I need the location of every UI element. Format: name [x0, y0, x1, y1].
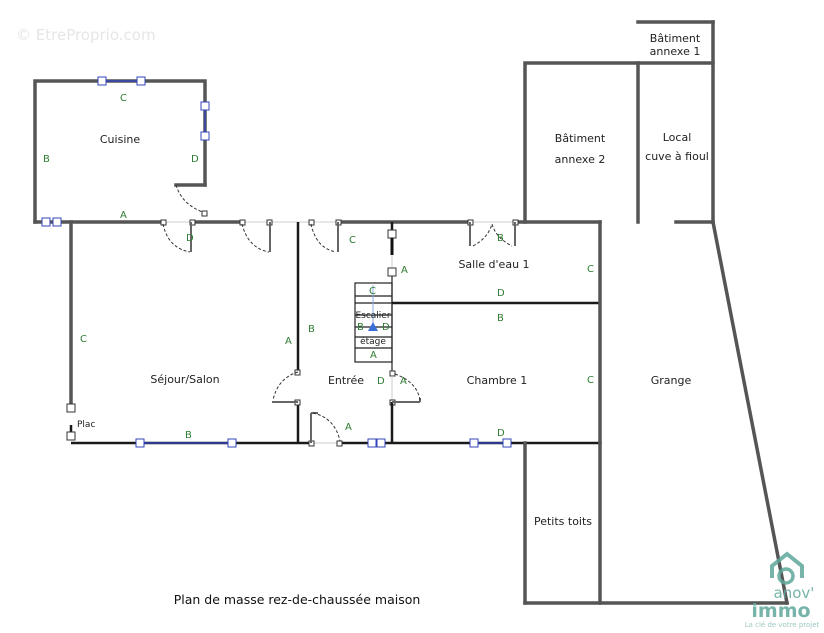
room-label-batiment-annexe-1: Bâtiment [650, 32, 701, 45]
wall-label: A [400, 376, 407, 387]
room-label-entree: Entrée [328, 374, 364, 387]
window-marker [387, 267, 397, 277]
brand-name-bottom: immo [751, 600, 810, 622]
wall-label: C [587, 264, 594, 275]
wall-label: D [186, 233, 194, 244]
brand-logo: anov' immo La clé de votre projet [745, 551, 820, 629]
placard-marker [66, 431, 76, 441]
grange-slanted-wall [710, 219, 790, 606]
room-label-local-l2: cuve à fioul [645, 150, 709, 163]
wall-label: C [369, 286, 376, 297]
wall-label: B [43, 154, 50, 165]
door-salle-eau [467, 219, 519, 247]
room-label-cuisine: Cuisine [100, 133, 140, 146]
placard-marker [66, 403, 76, 413]
wall-label: C [349, 235, 356, 246]
window-marker [387, 229, 397, 239]
window-entree-bottom [367, 438, 386, 448]
brand-tagline: La clé de votre projet [745, 621, 820, 629]
wall-label: B [497, 313, 504, 324]
wall-label: C [80, 334, 87, 345]
room-label-batiment-annexe-2: Bâtiment [555, 132, 606, 145]
wall-label: B [185, 430, 192, 441]
window-cuisine-right [200, 101, 210, 141]
wall-label: D [191, 154, 199, 165]
wall-label: D [497, 428, 505, 439]
plan-caption: Plan de masse rez-de-chaussée maison [174, 592, 421, 607]
wall-label: D [377, 376, 385, 387]
room-label-local: Local [663, 131, 692, 144]
wall-label: B [308, 324, 315, 335]
window-cuisine-top [97, 76, 146, 86]
door-swing-sejour [272, 371, 299, 401]
stair-direction-arrow-icon [368, 322, 378, 331]
wall-label: B [497, 233, 504, 244]
window-sejour-bottom [135, 438, 237, 448]
wall-label: A [345, 422, 352, 433]
door-entree-top [308, 219, 342, 253]
door-swing-chambre [394, 373, 421, 401]
wall-label: A [370, 350, 377, 361]
room-label-placard: Plac [77, 420, 95, 430]
door-entree-front [308, 412, 343, 447]
room-label-chambre: Chambre 1 [467, 374, 528, 387]
door-hinge [389, 370, 396, 377]
wall-label: A [120, 210, 127, 221]
room-label-escalier: Escalier [355, 311, 390, 321]
window-chambre-bottom [469, 438, 512, 448]
door-sejour-top [239, 219, 273, 253]
brand-name-top: anov' [774, 584, 815, 602]
room-label-batiment-annexe-1-l2: annexe 1 [650, 45, 701, 58]
room-label-escalier-l2: étage [360, 336, 386, 347]
room-label-petits-toits: Petits toits [534, 515, 592, 528]
watermark: © EtreProprio.com [16, 26, 156, 44]
wall-label: C [587, 375, 594, 386]
room-label-salle-eau: Salle d'eau 1 [458, 258, 529, 271]
window-cuisine-bottom-left [41, 217, 62, 227]
wall-label: D [497, 288, 505, 299]
wall-label: D [382, 322, 390, 333]
wall-label: A [401, 265, 408, 276]
wall-label: C [120, 93, 127, 104]
door-cuisine-sejour [160, 219, 196, 253]
room-label-batiment-annexe-2-l2: annexe 2 [555, 153, 606, 166]
door-hinge [201, 210, 208, 217]
door-swing-cuisine [175, 184, 206, 214]
petits-toits-walls [523, 441, 789, 605]
annexe-walls [523, 20, 715, 224]
room-label-sejour: Séjour/Salon [150, 373, 219, 386]
wall-label: B [357, 322, 364, 333]
house-icon [770, 551, 804, 578]
wall-label: A [285, 336, 292, 347]
room-label-grange: Grange [651, 374, 692, 387]
staircase [354, 282, 393, 363]
